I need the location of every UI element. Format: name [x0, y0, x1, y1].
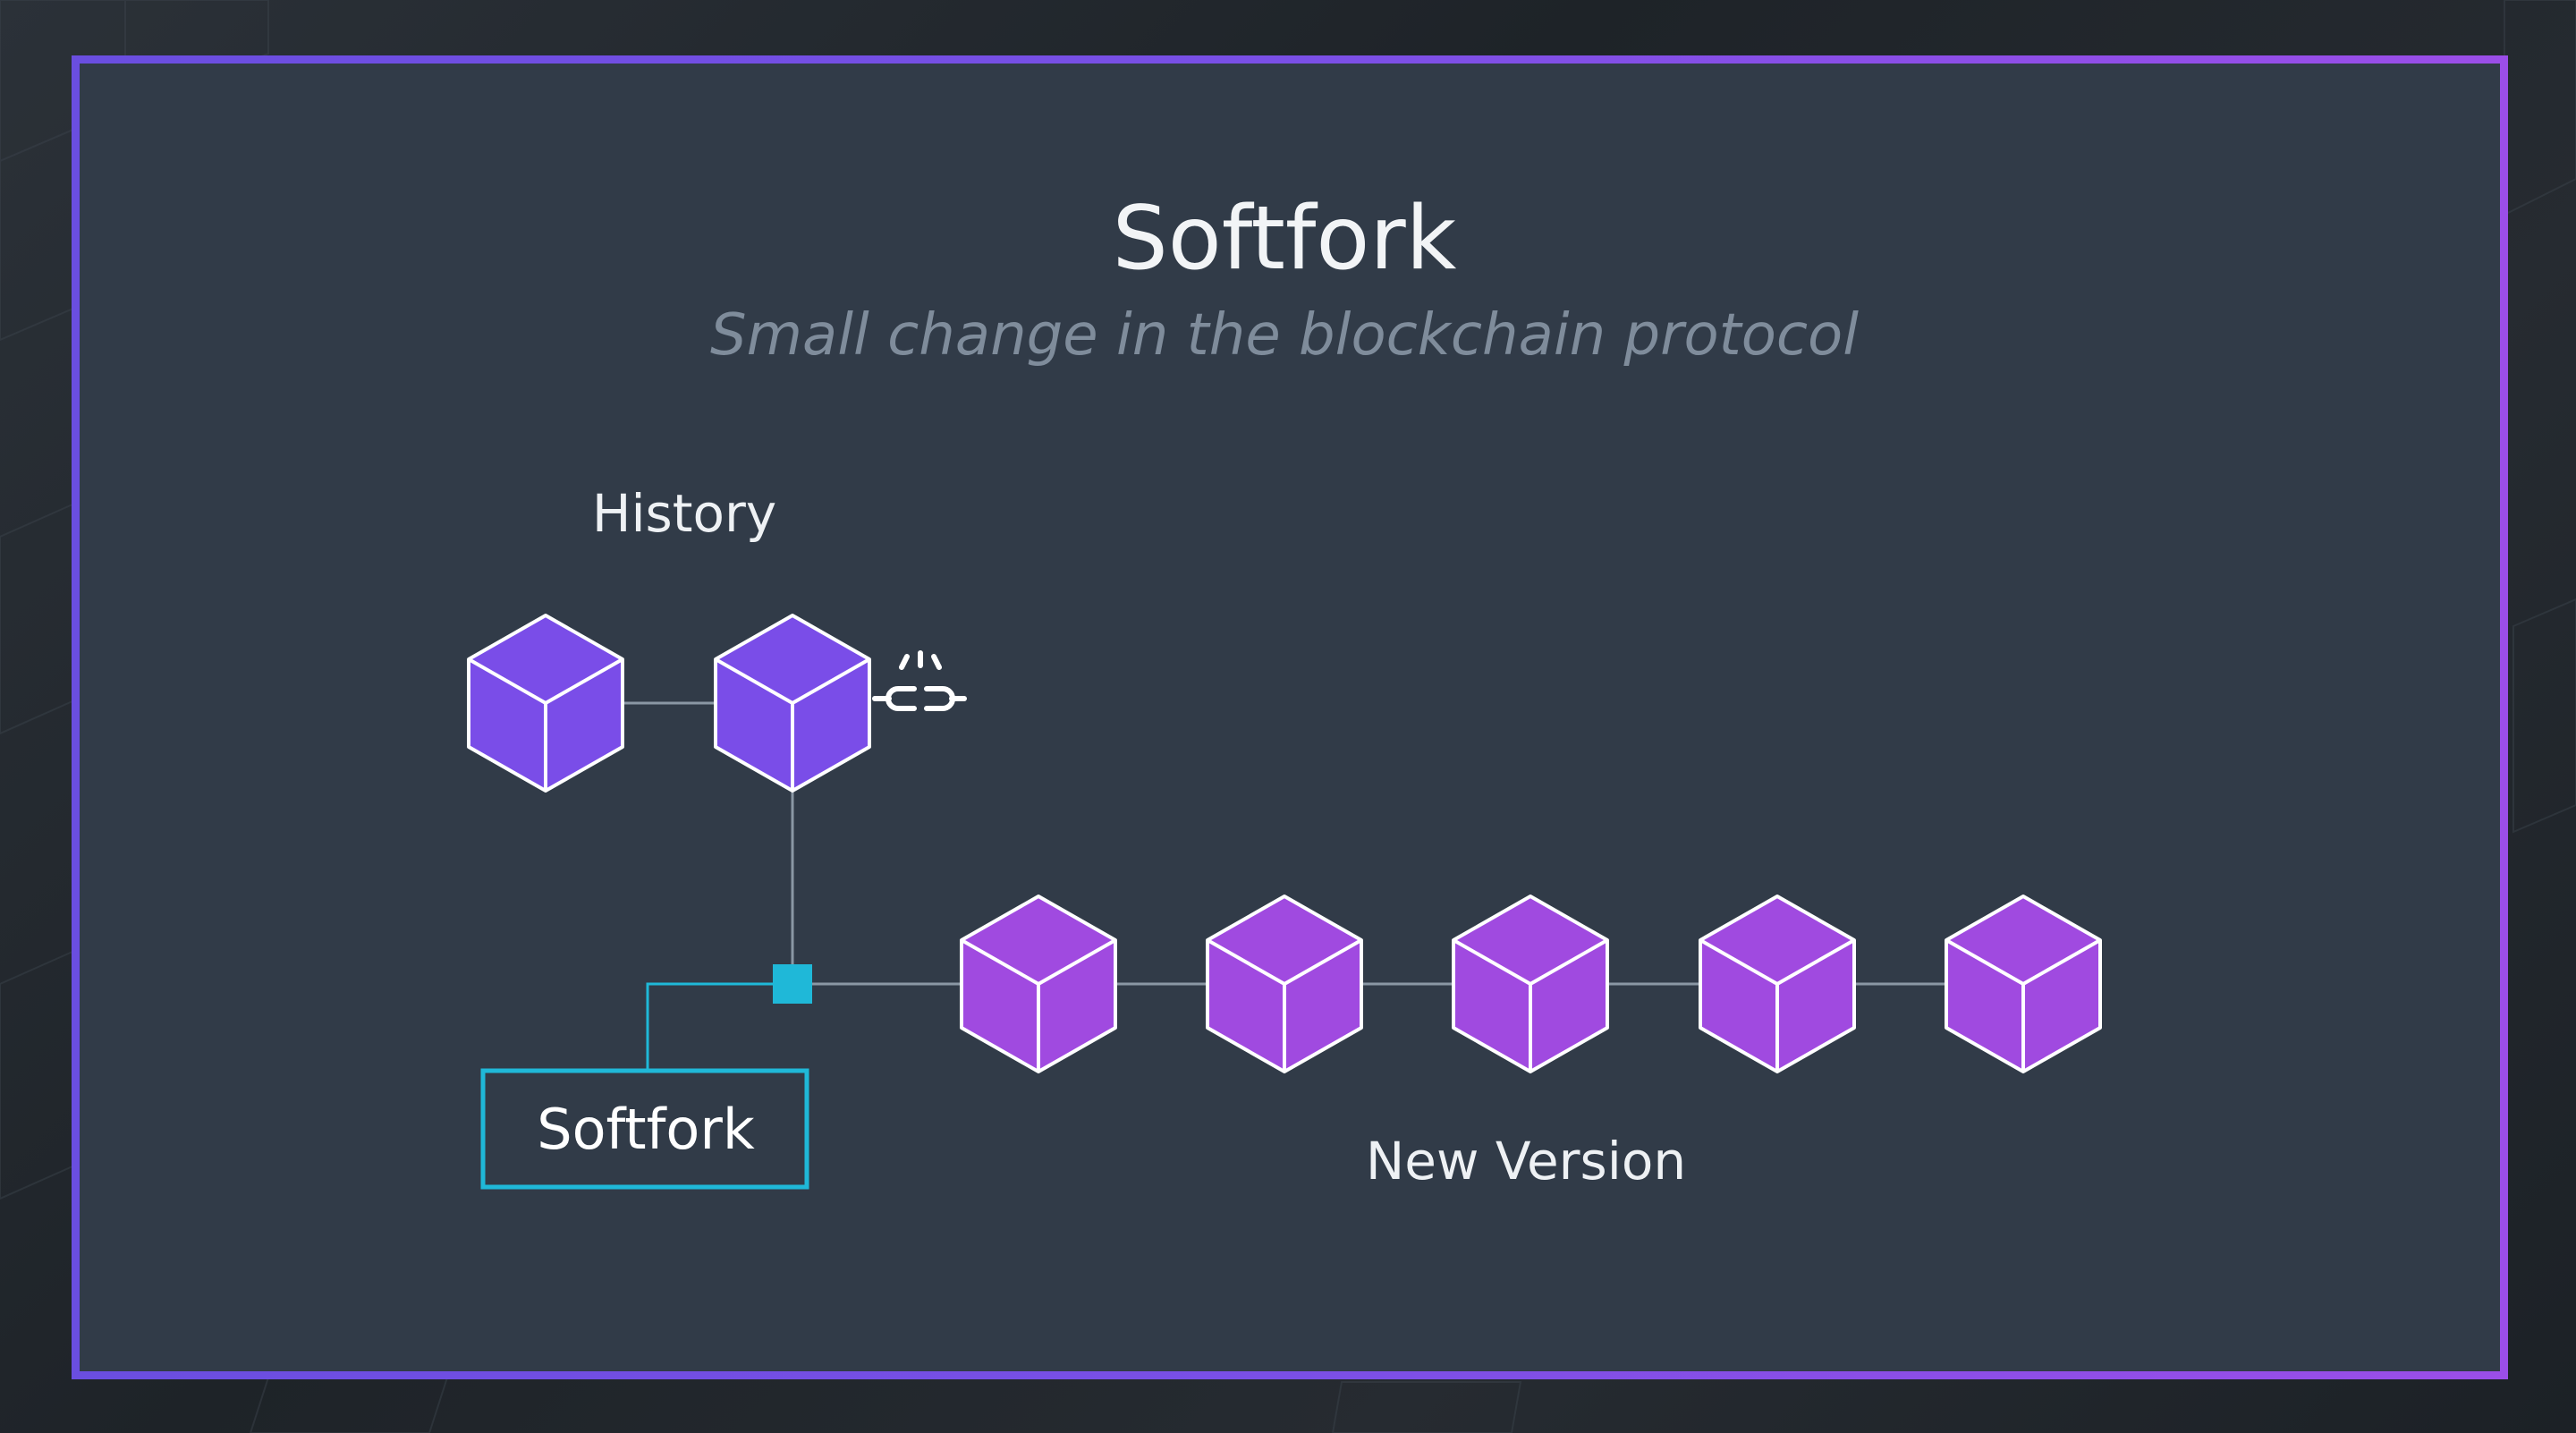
- history-block: [467, 614, 624, 793]
- new-version-block: [1452, 895, 1609, 1073]
- slide-subtitle: Small change in the blockchain protocol: [710, 302, 1859, 369]
- history-label: History: [592, 483, 776, 544]
- new-version-label: New Version: [1366, 1131, 1686, 1191]
- new-version-block: [1699, 895, 1856, 1073]
- new-version-block: [1206, 895, 1363, 1073]
- fork-node: [773, 964, 812, 1004]
- broken-link-icon: [872, 650, 967, 711]
- slide-title: Softfork: [1113, 188, 1457, 290]
- new-version-block: [960, 895, 1117, 1073]
- softfork-leader-line: [646, 982, 792, 1070]
- history-block: [714, 614, 871, 793]
- softfork-box: [480, 1068, 809, 1190]
- new-version-block: [1945, 895, 2102, 1073]
- softfork-box-label: Softfork: [537, 1097, 755, 1162]
